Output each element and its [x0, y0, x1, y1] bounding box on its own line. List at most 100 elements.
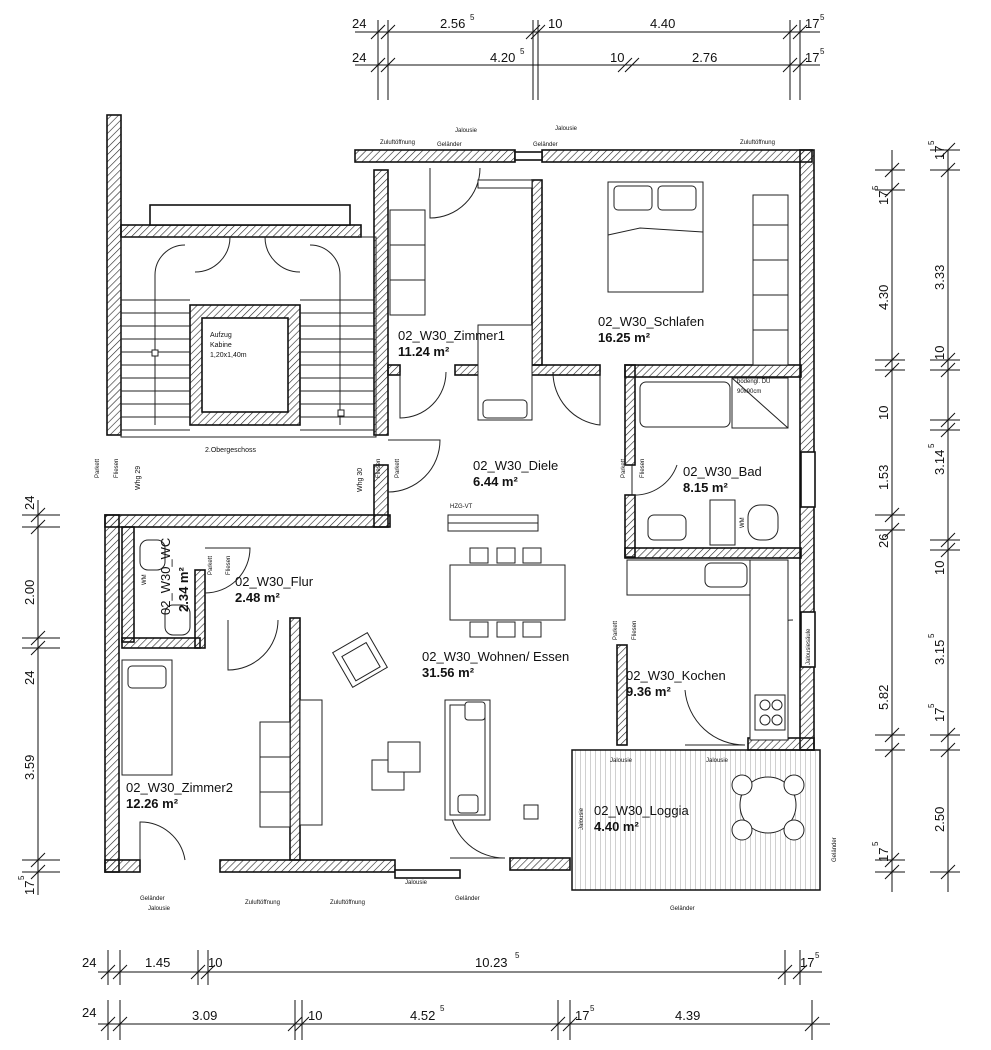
dim-right2-a-sup: 5 — [927, 140, 936, 145]
dim-right2-h-sup: 5 — [927, 703, 936, 708]
dim-left-e-sup: 5 — [17, 875, 26, 880]
room-diele-name: 02_W30_Diele — [473, 458, 558, 473]
dim-right2-f: 10 — [932, 561, 947, 575]
dim-right1-c: 1.53 — [876, 465, 891, 490]
dim-top2-b: 4.20 — [490, 50, 515, 65]
dim-top1-e: 17 — [805, 16, 819, 31]
dim-top1-e-sup: 5 — [820, 13, 825, 22]
jalousie-label-6: Jalousie — [706, 758, 729, 764]
dim-right2-d: 10 — [876, 406, 891, 420]
dim-top2-c: 10 — [610, 50, 624, 65]
dim-right2-b: 3.33 — [932, 265, 947, 290]
dim-bottom2-d-sup: 5 — [440, 1004, 445, 1013]
dim-bottom1-b: 1.45 — [145, 955, 170, 970]
drawing-line — [782, 57, 798, 73]
furniture: HZG-VT — [121, 179, 789, 828]
gelaender-label-2: Geländer — [533, 142, 558, 148]
drawing-line — [792, 57, 808, 73]
dim-left-c: 24 — [22, 671, 37, 685]
room-wohnen-area: 31.56 m² — [422, 665, 475, 680]
dim-top2-a: 24 — [352, 50, 366, 65]
dim-right2-e: 3.14 — [932, 450, 947, 475]
jalousie-label-2: Jalousie — [555, 126, 578, 132]
dim-bottom2-b: 3.09 — [192, 1008, 217, 1023]
shower-label-1: bodengl. DU — [737, 379, 770, 385]
fliesen-label-1: Fliesen — [114, 459, 120, 478]
fliesen-label-4: Fliesen — [632, 621, 638, 640]
dim-top2-d: 2.76 — [692, 50, 717, 65]
zuluft-label-2: Zuluftöffnung — [740, 140, 775, 146]
parkett-label-4: Parkett — [613, 621, 619, 640]
dim-top1-a: 24 — [352, 16, 366, 31]
gelaender-label-6: Geländer — [832, 837, 838, 862]
dim-left-a: 24 — [22, 496, 37, 510]
dim-right1-f-sup: 5 — [871, 841, 880, 846]
dim-bottom2-c: 10 — [308, 1008, 322, 1023]
elevator-label-1: Aufzug — [210, 332, 232, 339]
whg30-label: Whg 30 — [357, 468, 364, 492]
dim-left-e: 17 — [22, 881, 37, 895]
room-wohnen-name: 02_W30_Wohnen/ Essen — [422, 649, 569, 664]
room-wc-area: 2.34 m² — [176, 567, 191, 612]
dim-right2-a: 17 — [932, 146, 947, 160]
room-zimmer2-area: 12.26 m² — [126, 796, 179, 811]
dim-right2-e-sup: 5 — [927, 443, 936, 448]
room-schlafen-name: 02_W30_Schlafen — [598, 314, 704, 329]
jalousiesaeule-label: Jalousiesäule — [806, 628, 812, 665]
room-zimmer1-name: 02_W30_Zimmer1 — [398, 328, 505, 343]
drawing-line — [380, 57, 396, 73]
dim-bottom1-e-sup: 5 — [815, 951, 820, 960]
zuluft-label-4: Zuluftöffnung — [330, 900, 365, 906]
staircase: Aufzug Kabine 1,20x1,40m 2.Obergeschoss … — [120, 236, 377, 492]
dim-bottom1-d-sup: 5 — [515, 951, 520, 960]
whg29-label: Whg 29 — [135, 466, 142, 490]
dim-bottom2-f: 4.39 — [675, 1008, 700, 1023]
room-kochen-name: 02_W30_Kochen — [626, 668, 726, 683]
parkett-label-3: Parkett — [621, 459, 627, 478]
dim-bottom2-e: 17 — [575, 1008, 589, 1023]
exterior-walls — [104, 114, 816, 879]
room-zimmer2-name: 02_W30_Zimmer2 — [126, 780, 233, 795]
jalousie-label-7: Jalousie — [579, 807, 585, 830]
drawing-line — [624, 57, 640, 73]
dim-right1-a-sup: 5 — [871, 185, 880, 190]
fliesen-label-2: Fliesen — [376, 459, 382, 478]
dim-bottom1-e: 17 — [800, 955, 814, 970]
drawing-line — [370, 57, 386, 73]
wm-label-2: WM — [142, 574, 148, 585]
dim-right2-h: 17 — [932, 708, 947, 722]
room-schlafen-area: 16.25 m² — [598, 330, 651, 345]
dim-top1-c: 10 — [548, 16, 562, 31]
gelaender-label-1: Geländer — [437, 142, 462, 148]
dim-right2-g-sup: 5 — [927, 633, 936, 638]
gelaender-label-5: Geländer — [670, 906, 695, 912]
dim-right1-a: 17 — [876, 191, 891, 205]
room-labels: 02_W30_Zimmer1 11.24 m² 02_W30_Schlafen … — [126, 314, 762, 834]
parkett-label-1: Parkett — [95, 459, 101, 478]
dim-bottom1-a: 24 — [82, 955, 96, 970]
room-zimmer1-area: 11.24 m² — [398, 344, 450, 359]
dim-top1-d: 4.40 — [650, 16, 675, 31]
elevator-label-3: 1,20x1,40m — [210, 352, 247, 359]
loggia — [571, 749, 821, 891]
room-wc-name: 02_W30_WC — [158, 538, 173, 615]
jalousie-label-1: Jalousie — [455, 128, 478, 134]
elevator-label-2: Kabine — [210, 342, 232, 349]
dim-bottom1-c: 10 — [208, 955, 222, 970]
room-diele-area: 6.44 m² — [473, 474, 518, 489]
dim-top2-b-sup: 5 — [520, 47, 525, 56]
room-kochen-area: 9.36 m² — [626, 684, 671, 699]
dim-right1-d: 26 — [876, 534, 891, 548]
dim-right1-f: 17 — [876, 848, 891, 862]
dim-right2-c: 10 — [932, 346, 947, 360]
dim-left-b: 2.00 — [22, 580, 37, 605]
dim-left-d: 3.59 — [22, 755, 37, 780]
dim-right1-e: 5.82 — [876, 685, 891, 710]
zuluft-label-1: Zuluftöffnung — [380, 140, 415, 146]
room-flur-name: 02_W30_Flur — [235, 574, 314, 589]
shower-label-2: 90x90cm — [737, 389, 761, 395]
dim-right2-g: 3.15 — [932, 640, 947, 665]
dim-top2-e: 17 — [805, 50, 819, 65]
dim-right1-b: 4.30 — [876, 285, 891, 310]
